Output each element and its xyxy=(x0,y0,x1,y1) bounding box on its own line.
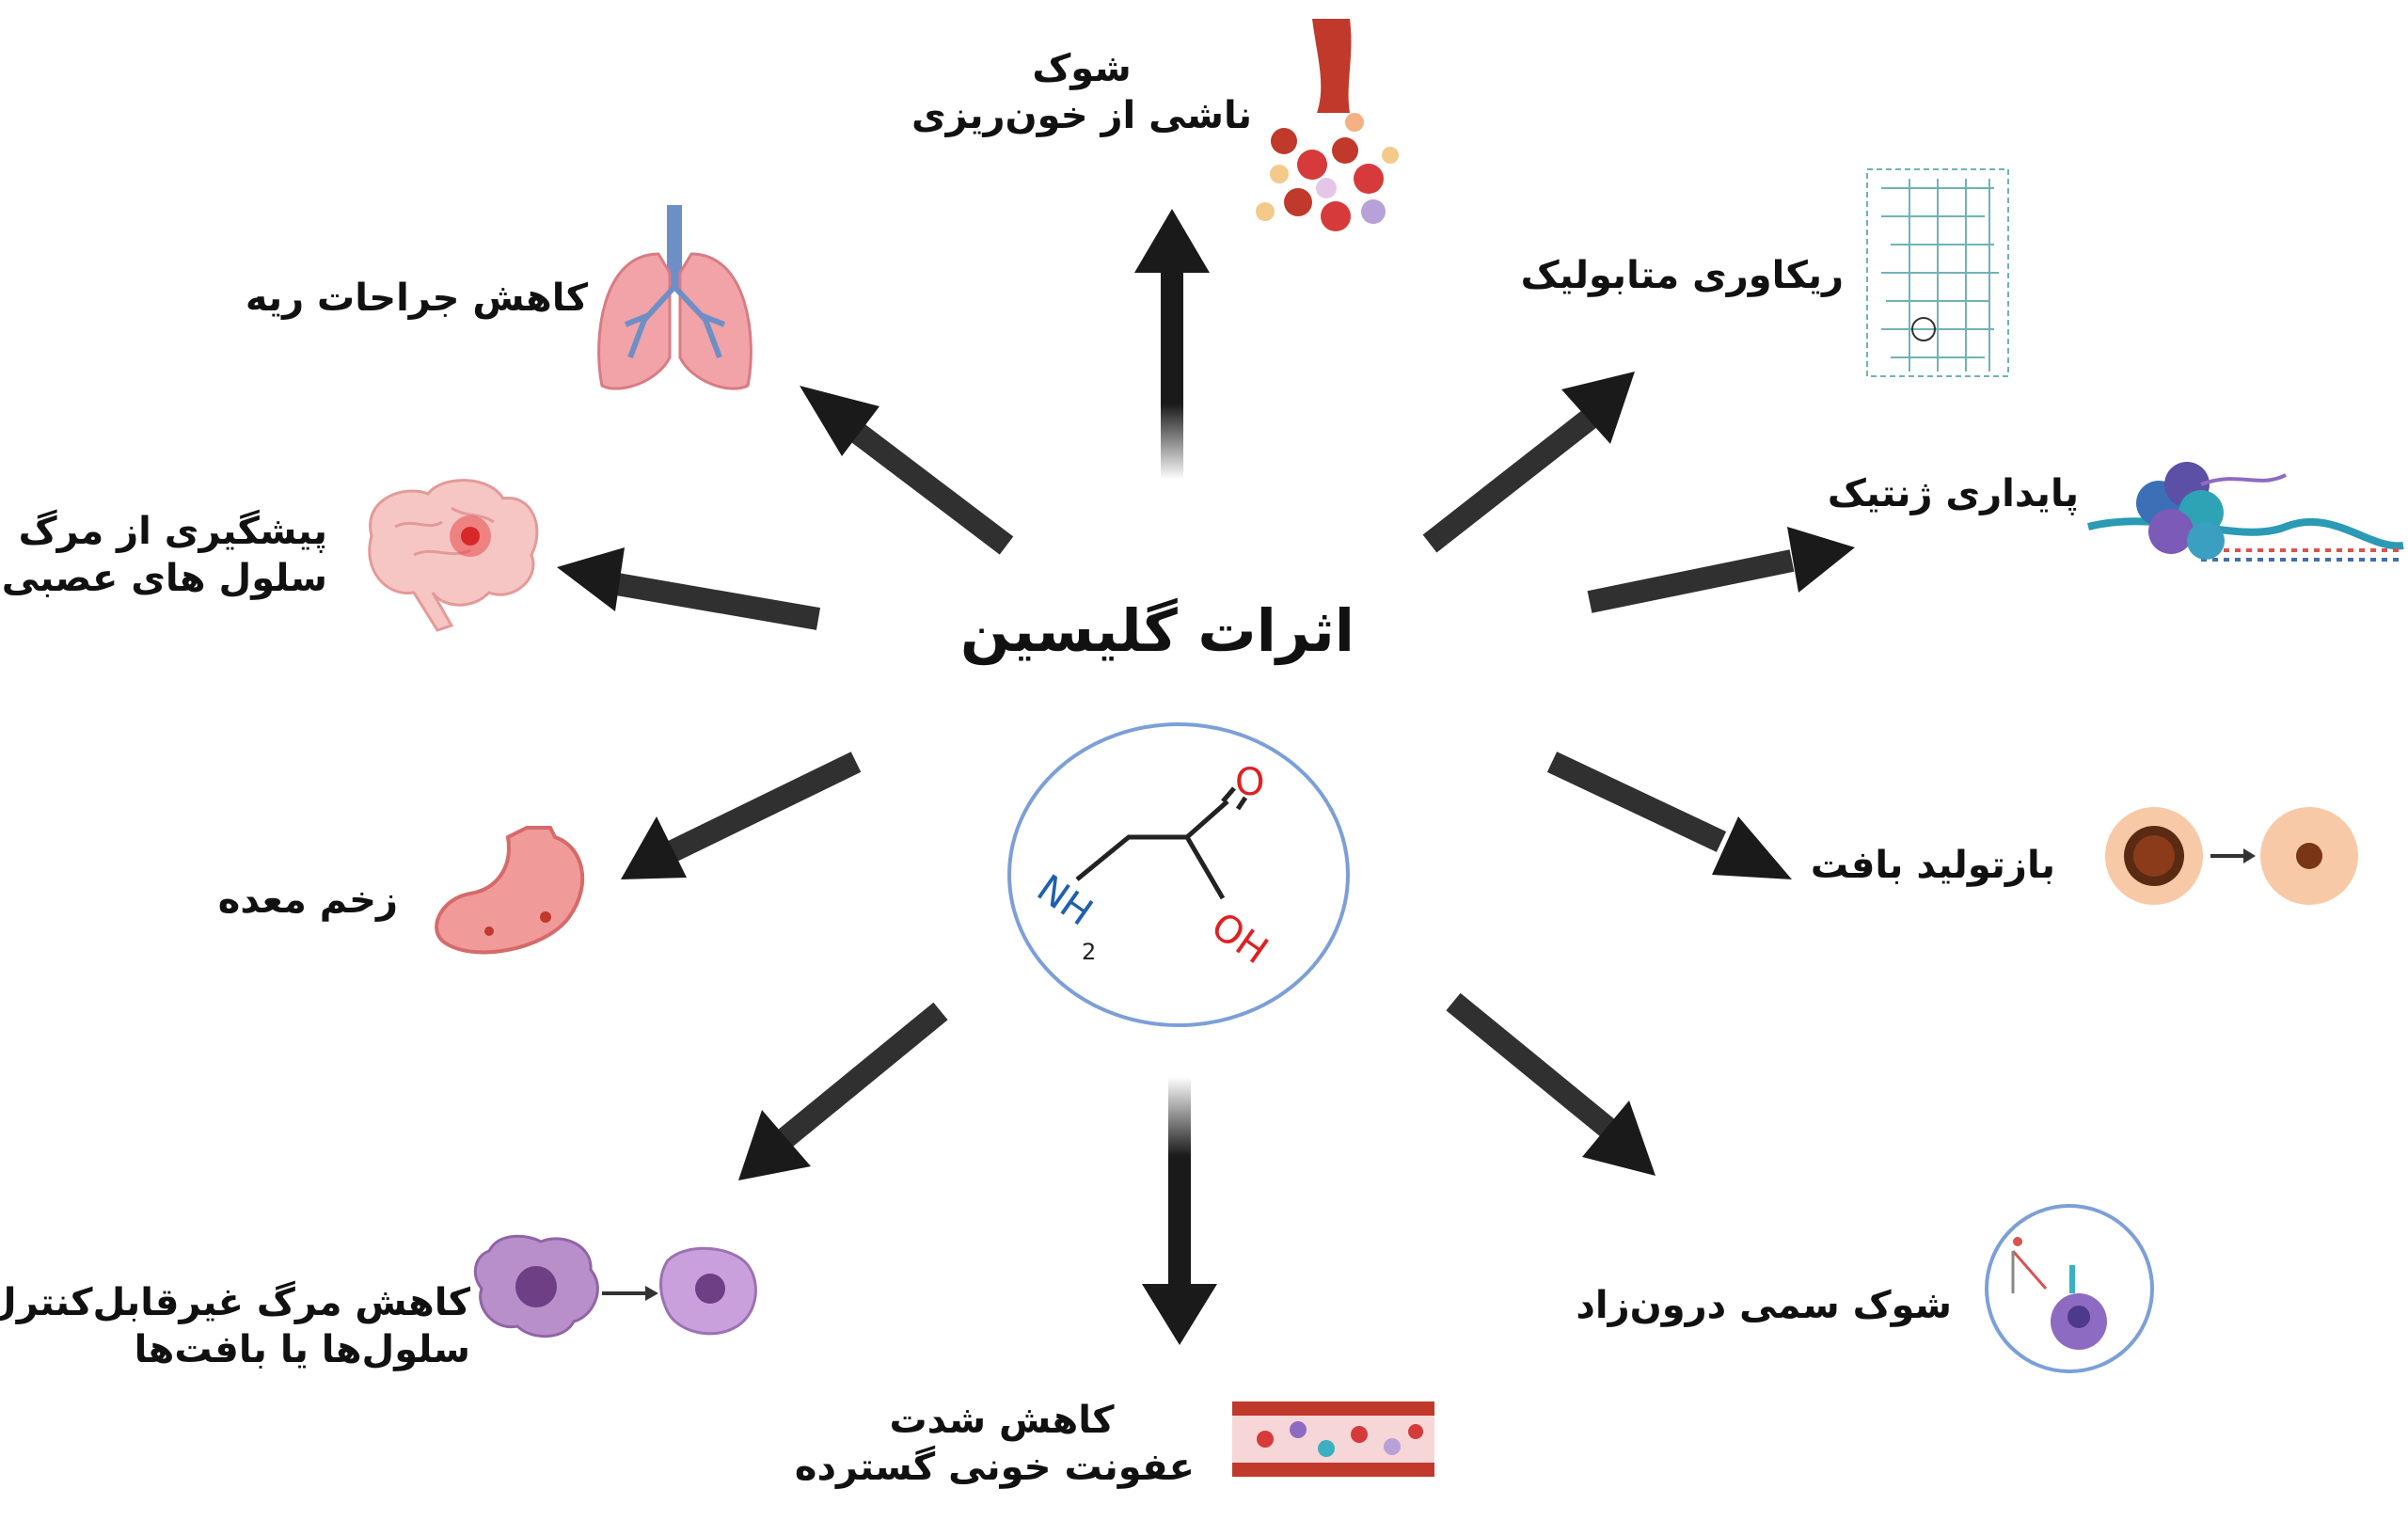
label-necrosis-line1: کاهش مرگ غیرقابل‌کنترل xyxy=(0,1281,470,1324)
arrow-metabolic xyxy=(1422,372,1635,553)
label-tissue: بازتولید بافت xyxy=(1810,844,2055,887)
label-sepsis-line1: کاهش شدت xyxy=(889,1399,1115,1442)
label-necrosis: کاهش مرگ غیرقابل‌کنترل سلول‌ها یا بافت‌ه… xyxy=(0,1279,470,1373)
lungs-icon xyxy=(597,205,752,390)
arrow-necrosis xyxy=(738,1002,948,1180)
oxygen-label: O xyxy=(1235,761,1264,804)
label-metabolic: ریکاوری متابولیک xyxy=(1520,254,1844,297)
label-shock-hemorrhage-line2: ناشی از خون‌ریزی xyxy=(911,94,1253,137)
arrow-tissue xyxy=(1546,752,1792,879)
arrows-group xyxy=(557,209,1855,1345)
wound-healing-icon xyxy=(2105,807,2358,905)
blood-vessel-infection-icon xyxy=(1232,1401,1434,1477)
label-neuron: پیشگیری از مرگ سلول های عصبی xyxy=(1,508,327,602)
label-neuron-line1: پیشگیری از مرگ xyxy=(18,510,327,553)
arrow-neuron xyxy=(557,547,821,630)
label-lung: کاهش جراحات ریه xyxy=(245,277,588,320)
hydroxyl-label: OH xyxy=(1203,904,1275,973)
nucleosome-dna-icon xyxy=(2087,462,2404,562)
molecule-bonds xyxy=(1075,800,1229,881)
amine-subscript: 2 xyxy=(1082,939,1096,965)
cell-necrosis-icon xyxy=(473,1234,757,1338)
blood-vessel-cells-icon xyxy=(1256,19,1399,231)
label-genetic: پایداری ژنتیک xyxy=(1827,472,2079,515)
glycine-molecule: O OH NH 2 xyxy=(1007,722,1350,1027)
molecule-ring xyxy=(1007,722,1350,1027)
label-toxic-shock: شوک سمی درون‌زاد xyxy=(1576,1284,1952,1327)
arrow-lung xyxy=(800,386,1014,555)
brain-icon xyxy=(368,479,539,632)
arrow-toxic-shock xyxy=(1446,992,1656,1176)
label-ulcer: زخم معده xyxy=(217,879,398,922)
label-sepsis: کاهش شدت عفونت خونی گسترده xyxy=(794,1397,1195,1491)
metabolic-pathway-map-icon xyxy=(1866,168,2009,377)
main-title: اثرات گلیسین xyxy=(959,596,1354,665)
stomach-icon xyxy=(435,826,585,955)
label-shock-hemorrhage-line1: شوک xyxy=(1032,47,1132,90)
label-shock-hemorrhage: شوک ناشی از خون‌ریزی xyxy=(903,45,1260,139)
arrow-ulcer xyxy=(621,752,862,879)
cell-toxin-icon xyxy=(1985,1204,2154,1373)
label-neuron-line2: سلول های عصبی xyxy=(1,557,327,600)
label-necrosis-line2: سلول‌ها یا بافت‌ها xyxy=(134,1328,470,1371)
arrow-down xyxy=(1142,1077,1217,1345)
label-sepsis-line2: عفونت خونی گسترده xyxy=(794,1446,1195,1489)
arrow-genetic xyxy=(1587,527,1855,613)
arrow-up xyxy=(1134,209,1210,480)
amine-label: NH xyxy=(1029,866,1101,934)
